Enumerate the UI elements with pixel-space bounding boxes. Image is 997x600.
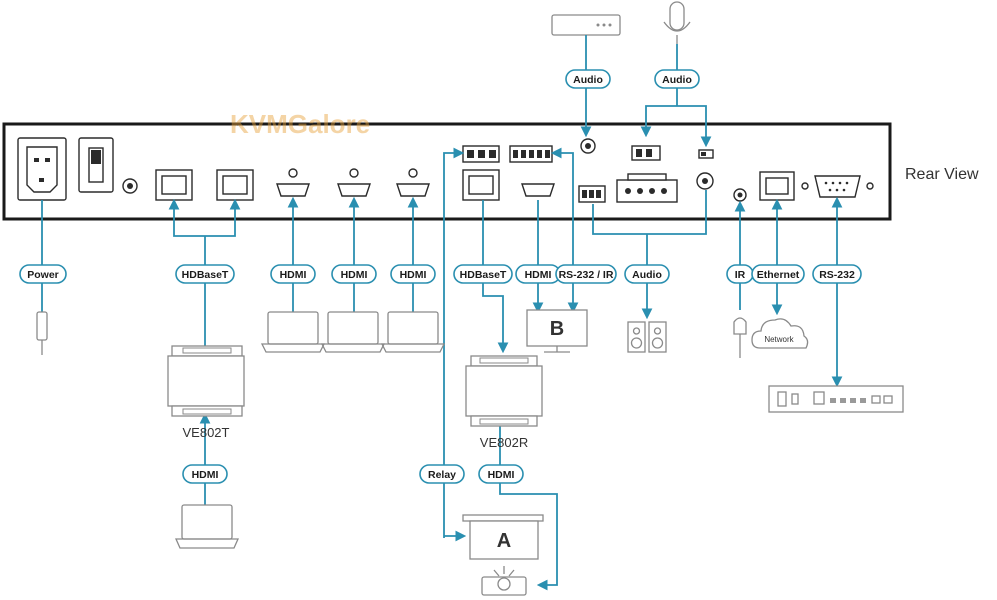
monitor-icon xyxy=(526,309,588,353)
label-relay: Relay xyxy=(419,464,465,484)
svg-text:HDMI: HDMI xyxy=(525,269,552,281)
svg-text:HDMI: HDMI xyxy=(341,269,368,281)
wires xyxy=(41,35,843,591)
svg-text:Ethernet: Ethernet xyxy=(757,269,800,281)
power-switch-icon xyxy=(78,137,114,193)
transmitter-label: VE802T xyxy=(183,425,230,440)
display-b-label: B xyxy=(550,318,564,340)
power-socket-icon xyxy=(17,137,67,201)
label-power: Power xyxy=(19,264,67,284)
svg-text:HDBaseT: HDBaseT xyxy=(460,269,507,281)
label-hdmi-out: HDMI xyxy=(515,264,561,284)
laptop-icon xyxy=(174,504,240,549)
transmitter-device xyxy=(167,345,245,417)
label-audio-in-1: Audio xyxy=(565,69,611,89)
label-rs232: RS-232 xyxy=(812,264,862,284)
label-hdmi-rx: HDMI xyxy=(478,464,524,484)
label-hdbaset-left: HDBaseT xyxy=(175,264,235,284)
label-ethernet: Ethernet xyxy=(751,264,805,284)
projector-screen-icon xyxy=(462,514,544,560)
microphone-icon xyxy=(663,1,691,44)
terminal-block-icon xyxy=(616,173,678,203)
screen-a-label: A xyxy=(497,530,511,552)
hdmi-port-icon xyxy=(396,168,430,197)
ground-screw-icon xyxy=(122,178,138,194)
projector-icon xyxy=(481,566,527,596)
laptop-icon xyxy=(260,311,326,353)
power-plug-icon xyxy=(36,311,48,355)
watermark-logo: KVMGalore xyxy=(230,109,370,139)
ir-sensor-icon xyxy=(733,317,747,358)
rca-jack-icon xyxy=(580,138,596,154)
rear-panel xyxy=(2,122,892,221)
svg-text:IR: IR xyxy=(735,269,746,281)
svg-text:RS-232 / IR: RS-232 / IR xyxy=(559,269,614,281)
audio-player-icon xyxy=(551,14,621,36)
terminal-block-icon xyxy=(509,145,553,163)
svg-text:HDMI: HDMI xyxy=(488,469,515,481)
ir-jack-icon xyxy=(733,188,747,202)
svg-text:HDMI: HDMI xyxy=(280,269,307,281)
rear-view-label: Rear View xyxy=(905,166,979,183)
dip-switch-icon xyxy=(698,149,714,159)
label-hdmi-2: HDMI xyxy=(331,264,377,284)
svg-text:Audio: Audio xyxy=(632,269,662,281)
label-hdmi-3: HDMI xyxy=(390,264,436,284)
rca-jack-icon xyxy=(696,172,714,190)
svg-text:HDMI: HDMI xyxy=(192,469,219,481)
svg-text:Power: Power xyxy=(27,269,59,281)
svg-text:Audio: Audio xyxy=(573,74,603,86)
label-hdmi-1: HDMI xyxy=(270,264,316,284)
db9-port-icon xyxy=(801,175,874,198)
label-rs232-ir: RS-232 / IR xyxy=(555,264,617,284)
label-audio-in-2: Audio xyxy=(654,69,700,89)
svg-text:Audio: Audio xyxy=(662,74,692,86)
label-hdmi-tx: HDMI xyxy=(182,464,228,484)
rj45-port-icon xyxy=(462,169,500,201)
laptop-icon xyxy=(380,311,446,353)
svg-text:RS-232: RS-232 xyxy=(819,269,855,281)
hdmi-port-icon xyxy=(337,168,371,197)
receiver-label: VE802R xyxy=(480,435,528,450)
label-hdbaset-right: HDBaseT xyxy=(453,264,513,284)
terminal-block-icon xyxy=(578,185,606,203)
speaker-icon xyxy=(627,321,646,353)
hdmi-port-icon xyxy=(276,168,310,197)
svg-text:Relay: Relay xyxy=(428,469,456,481)
rj45-port-icon xyxy=(216,169,254,201)
label-audio-out: Audio xyxy=(624,264,670,284)
hdmi-port-icon xyxy=(521,183,555,197)
rj45-port-icon xyxy=(759,171,795,201)
label-ir: IR xyxy=(726,264,754,284)
network-label: Network xyxy=(764,335,794,344)
terminal-block-icon xyxy=(462,145,500,163)
terminal-block-icon xyxy=(631,145,661,161)
laptop-icon xyxy=(320,311,386,353)
speaker-icon xyxy=(648,321,667,353)
rj45-port-icon xyxy=(155,169,193,201)
svg-text:HDBaseT: HDBaseT xyxy=(182,269,229,281)
switch-rack-icon xyxy=(768,385,904,413)
receiver-device xyxy=(465,355,543,427)
svg-text:HDMI: HDMI xyxy=(400,269,427,281)
cloud-icon xyxy=(751,318,809,349)
